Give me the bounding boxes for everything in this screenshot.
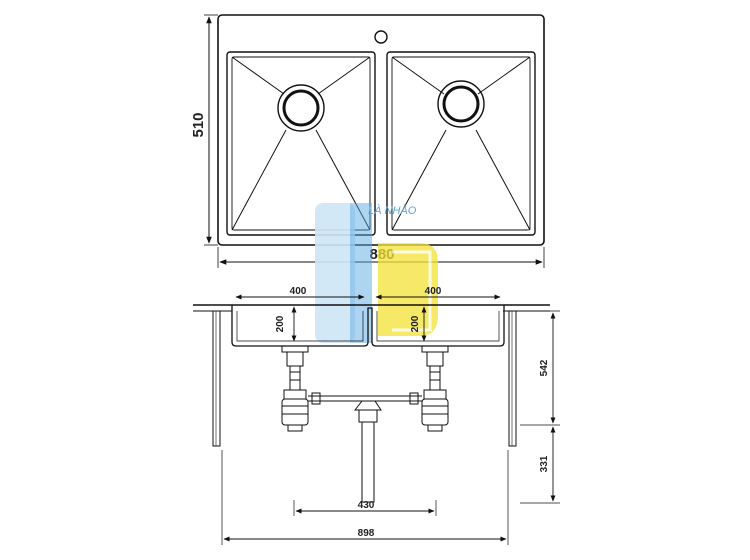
connecting-pipe (308, 392, 422, 503)
right-waste-assembly (421, 345, 449, 432)
right-bowl (386, 51, 536, 236)
tap-hole (374, 30, 388, 44)
top-view (204, 14, 545, 268)
right-drain-inner (442, 85, 480, 123)
left-drain-outer (277, 84, 325, 132)
right-drain-outer (437, 80, 485, 128)
dimension-510 (204, 14, 218, 246)
left-bowl-width-label: 400 (290, 286, 307, 297)
right-bowl-depth-label: 200 (410, 315, 421, 332)
watermark-text: LÀ NHÀO (368, 204, 417, 217)
right-cabinet-wall (508, 310, 517, 447)
top-height-label: 510 (190, 112, 207, 137)
dimension-430 (293, 500, 437, 516)
section-view (193, 294, 560, 545)
left-cabinet-wall (212, 310, 221, 447)
upper-height-label: 542 (539, 359, 550, 376)
waste-spacing-label: 430 (358, 500, 375, 511)
left-waste-assembly (281, 345, 309, 432)
left-bowl-depth-label: 200 (275, 315, 286, 332)
left-drain-inner (282, 89, 320, 127)
cabinet-width-label: 898 (358, 528, 375, 539)
sink-section (231, 305, 505, 347)
right-bowl-width-label: 400 (425, 286, 442, 297)
dimension-542-331 (515, 310, 560, 504)
lower-height-label: 331 (539, 455, 550, 472)
left-bowl (226, 51, 376, 236)
dimension-898 (221, 450, 509, 545)
